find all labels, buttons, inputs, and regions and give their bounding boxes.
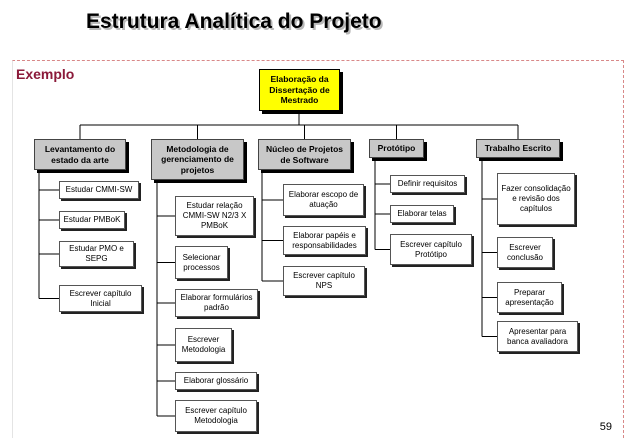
wbs-task-node: Escrever capítulo NPS	[283, 266, 365, 296]
page-number: 59	[599, 421, 612, 433]
wbs-task-node: Elaborar formulários padrão	[175, 289, 258, 317]
wbs-task-node: Definir requisitos	[390, 175, 465, 193]
example-label: Exemplo	[16, 66, 75, 82]
wbs-task-node: Elaborar escopo de atuação	[283, 184, 364, 216]
wbs-task-node: Preparar apresentação	[497, 282, 562, 313]
wbs-task-node: Escrever conclusão	[497, 237, 553, 268]
wbs-task-node: Estudar PMBoK	[59, 211, 125, 229]
wbs-root-node: Elaboração da Dissertação de Mestrado	[259, 69, 340, 111]
wbs-task-node: Estudar PMO e SEPG	[59, 241, 134, 267]
wbs-task-node: Escrever Metodologia	[175, 328, 232, 362]
wbs-task-node: Escrever capítulo Protótipo	[390, 234, 472, 265]
wbs-phase-node: Trabalho Escrito	[476, 139, 560, 158]
content-frame	[12, 60, 624, 438]
wbs-phase-node: Núcleo de Projetos de Software	[258, 139, 351, 170]
wbs-task-node: Elaborar glossário	[175, 372, 257, 390]
wbs-task-node: Escrever capítulo Inicial	[59, 285, 142, 312]
wbs-task-node: Selecionar processos	[175, 246, 228, 279]
wbs-task-node: Estudar CMMI-SW	[59, 181, 139, 199]
wbs-task-node: Apresentar para banca avaliadora	[497, 321, 578, 352]
wbs-task-node: Estudar relação CMMI-SW N2/3 X PMBoK	[175, 196, 254, 236]
wbs-task-node: Escrever capítulo Metodologia	[175, 400, 257, 432]
wbs-phase-node: Levantamento do estado da arte	[34, 139, 126, 170]
wbs-task-node: Fazer consolidação e revisão dos capítul…	[497, 173, 575, 225]
wbs-phase-node: Protótipo	[369, 139, 424, 158]
slide-title: Estrutura Analítica do Projeto	[86, 10, 382, 33]
wbs-task-node: Elaborar telas	[390, 205, 454, 223]
wbs-phase-node: Metodologia de gerenciamento de projetos	[151, 139, 244, 180]
wbs-task-node: Elaborar papéis e responsabilidades	[283, 226, 366, 255]
